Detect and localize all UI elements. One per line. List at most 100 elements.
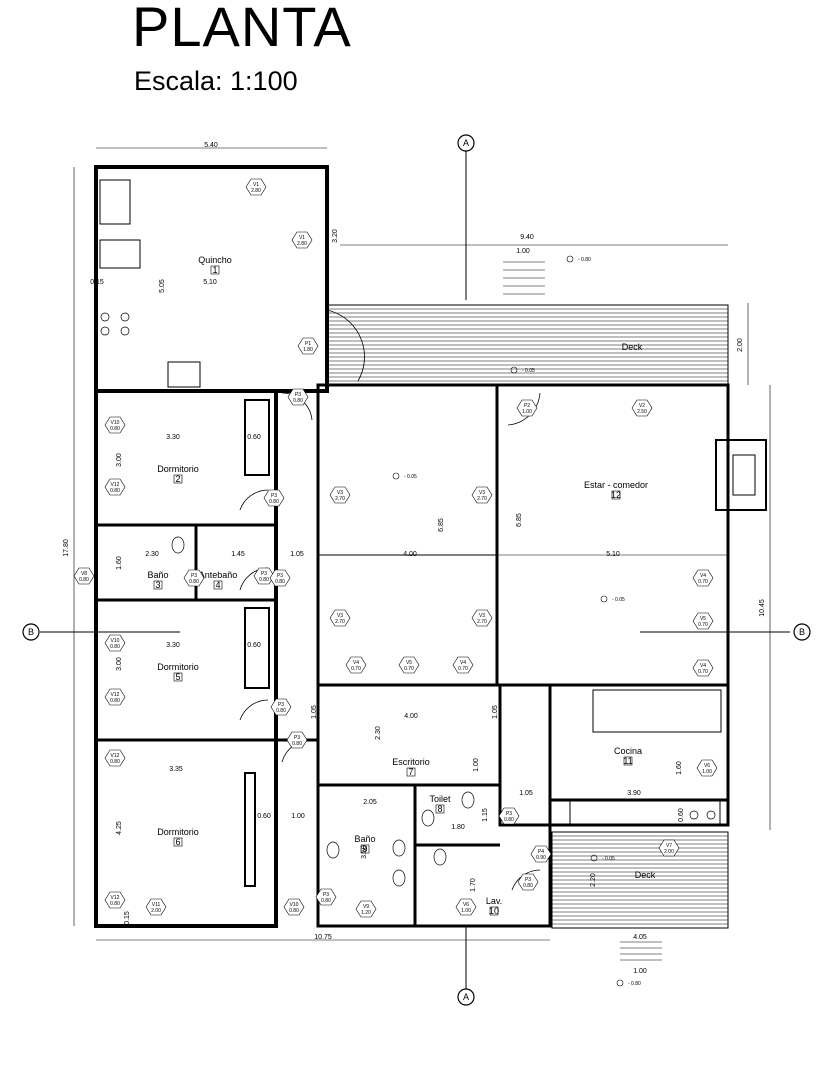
- room-number: 12: [611, 490, 621, 500]
- level-marker: [590, 854, 598, 862]
- dimension-lines: [73, 147, 771, 941]
- opening-code: V4: [353, 660, 359, 666]
- level-marker: [392, 472, 400, 480]
- opening-code: V4: [700, 573, 706, 579]
- opening-size: 0.80: [259, 577, 269, 583]
- level-marker: [510, 366, 518, 374]
- dimension-label: 5.10: [606, 551, 620, 558]
- opening-size: 0.80: [504, 817, 514, 823]
- dimension-label: 1.05: [519, 790, 533, 797]
- opening-tag: [517, 873, 539, 891]
- room-name: Baño: [354, 834, 375, 844]
- room-name: Toilet: [429, 794, 451, 804]
- section-label: A: [463, 992, 469, 1002]
- opening-size: 0.90: [536, 855, 546, 861]
- opening-tag: [291, 231, 313, 249]
- opening-size: 1.00: [522, 409, 532, 415]
- room-number-box: [173, 837, 183, 847]
- dimension-label: 10.75: [314, 934, 332, 941]
- room-name: Cocina: [614, 746, 642, 756]
- dimension-label: 10.45: [759, 599, 766, 617]
- opening-size: 0.70: [458, 666, 468, 672]
- level-label: - 0.80: [578, 257, 591, 263]
- dimension-label: 1.05: [290, 551, 304, 558]
- opening-size: 0.80: [292, 741, 302, 747]
- opening-size: 0.80: [289, 908, 299, 914]
- deck-label: Deck: [622, 342, 643, 352]
- opening-size: 1.00: [461, 908, 471, 914]
- room-number-box: [213, 580, 223, 590]
- dimension-label: 4.00: [403, 551, 417, 558]
- room-number-box: [623, 756, 633, 766]
- opening-code: P3: [295, 392, 301, 398]
- opening-size: 0.80: [110, 644, 120, 650]
- room-number-box: [489, 906, 499, 916]
- room-name: Dormitorio: [157, 827, 199, 837]
- room-number-box: [173, 672, 183, 682]
- walls: [94, 165, 767, 928]
- dimension-label: 5.10: [203, 279, 217, 286]
- level-label: - 0.05: [612, 597, 625, 603]
- opening-code: V9: [363, 904, 369, 910]
- opening-code: V5: [700, 616, 706, 622]
- opening-code: V4: [460, 660, 466, 666]
- dimension-label: 4.25: [116, 821, 123, 835]
- opening-size: 2.70: [477, 496, 487, 502]
- fixture-icon: [392, 839, 406, 857]
- dimension-label: 1.00: [473, 758, 480, 772]
- opening-size: 1.20: [361, 910, 371, 916]
- opening-code: P3: [323, 892, 329, 898]
- opening-tag: [530, 845, 552, 863]
- dimension-label: 1.05: [492, 705, 499, 719]
- dimension-label: 2.30: [375, 726, 382, 740]
- room-name: Baño: [147, 570, 168, 580]
- dimension-label: 6.85: [438, 518, 445, 532]
- opening-tag: [315, 888, 337, 906]
- dimension-label: 0.60: [247, 434, 261, 441]
- opening-size: 0.80: [110, 426, 120, 432]
- fixture-icon: [433, 848, 447, 866]
- room-number: 6: [175, 837, 180, 847]
- room-number: 3: [155, 580, 160, 590]
- opening-tag: [73, 567, 95, 585]
- opening-code: V8: [81, 571, 87, 577]
- dimension-label: 1.45: [231, 551, 245, 558]
- burner-icon: [120, 312, 130, 322]
- dimension-label: 2.05: [363, 799, 377, 806]
- room-name: Quincho: [198, 255, 232, 265]
- opening-size: 0.70: [404, 666, 414, 672]
- opening-size: 0.70: [698, 622, 708, 628]
- room-number: 2: [175, 474, 180, 484]
- level-label: - 0.05: [602, 856, 615, 862]
- dimension-label: 1.70: [470, 878, 477, 892]
- room-name: Antebaño: [199, 570, 238, 580]
- section-label: A: [463, 138, 469, 148]
- opening-code: V1: [299, 235, 305, 241]
- dimension-label: 4.05: [633, 934, 647, 941]
- opening-tag: [104, 688, 126, 706]
- opening-size: 2.00: [664, 849, 674, 855]
- opening-code: P3: [525, 877, 531, 883]
- opening-code: V10: [111, 638, 120, 644]
- annotations: Quincho1Dormitorio2Baño3Antebaño4Dormito…: [22, 134, 811, 1006]
- door-swings: [239, 309, 541, 891]
- section-marker: [793, 623, 811, 641]
- opening-tag: [269, 569, 291, 587]
- level-marker: [600, 595, 608, 603]
- opening-code: V3: [479, 490, 485, 496]
- opening-tag: [104, 891, 126, 909]
- room-number-box: [210, 265, 220, 275]
- burner-icon: [689, 810, 699, 820]
- section-marker: [457, 988, 475, 1006]
- dimension-label: 1.05: [311, 705, 318, 719]
- opening-size: 2.50: [637, 409, 647, 415]
- room-number-box: [153, 580, 163, 590]
- dimension-label: 0.60: [247, 642, 261, 649]
- opening-tag: [287, 388, 309, 406]
- opening-size: 0.80: [321, 898, 331, 904]
- opening-tag: [263, 489, 285, 507]
- fixture-icon: [461, 791, 475, 809]
- opening-code: V4: [700, 663, 706, 669]
- opening-tag: [104, 478, 126, 496]
- dimension-label: 2.00: [737, 338, 744, 352]
